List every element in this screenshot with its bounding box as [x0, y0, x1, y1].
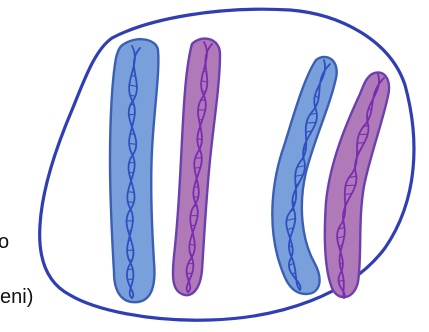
- blue-chromosome-right-base-pair: [324, 69, 325, 71]
- purple-chromosome-left-base-pair: [192, 235, 193, 236]
- blue-chromosome-left-base-pair: [128, 202, 134, 203]
- purple-chromosome-left-body: [173, 39, 220, 296]
- purple-chromosome-left-base-pair: [196, 177, 197, 178]
- purple-chromosome-right-base-pair: [378, 83, 379, 85]
- blue-chromosome-right-base-pair: [306, 122, 315, 123]
- purple-chromosome-right: [325, 72, 389, 298]
- purple-chromosome-left-base-pair: [190, 254, 193, 255]
- blue-chromosome-right-base-pair: [290, 236, 291, 238]
- purple-chromosome-left-base-pair: [194, 206, 197, 207]
- purple-chromosome-left: [173, 39, 220, 296]
- blue-chromosome-left-base-pair: [132, 153, 134, 154]
- purple-chromosome-left-base-pair: [201, 100, 206, 101]
- purple-chromosome-right-base-pair: [342, 289, 344, 290]
- purple-chromosome-left-base-pair: [199, 119, 203, 120]
- blue-chromosome-left: [110, 39, 158, 302]
- purple-chromosome-right-body: [325, 72, 389, 297]
- purple-chromosome-left-base-pair: [205, 61, 206, 62]
- cropped-label-bottom: eni): [0, 287, 33, 307]
- cropped-label-top: o: [0, 232, 9, 252]
- blue-chromosome-left-base-pair: [128, 192, 134, 193]
- blue-chromosome-left-base-pair: [131, 182, 132, 183]
